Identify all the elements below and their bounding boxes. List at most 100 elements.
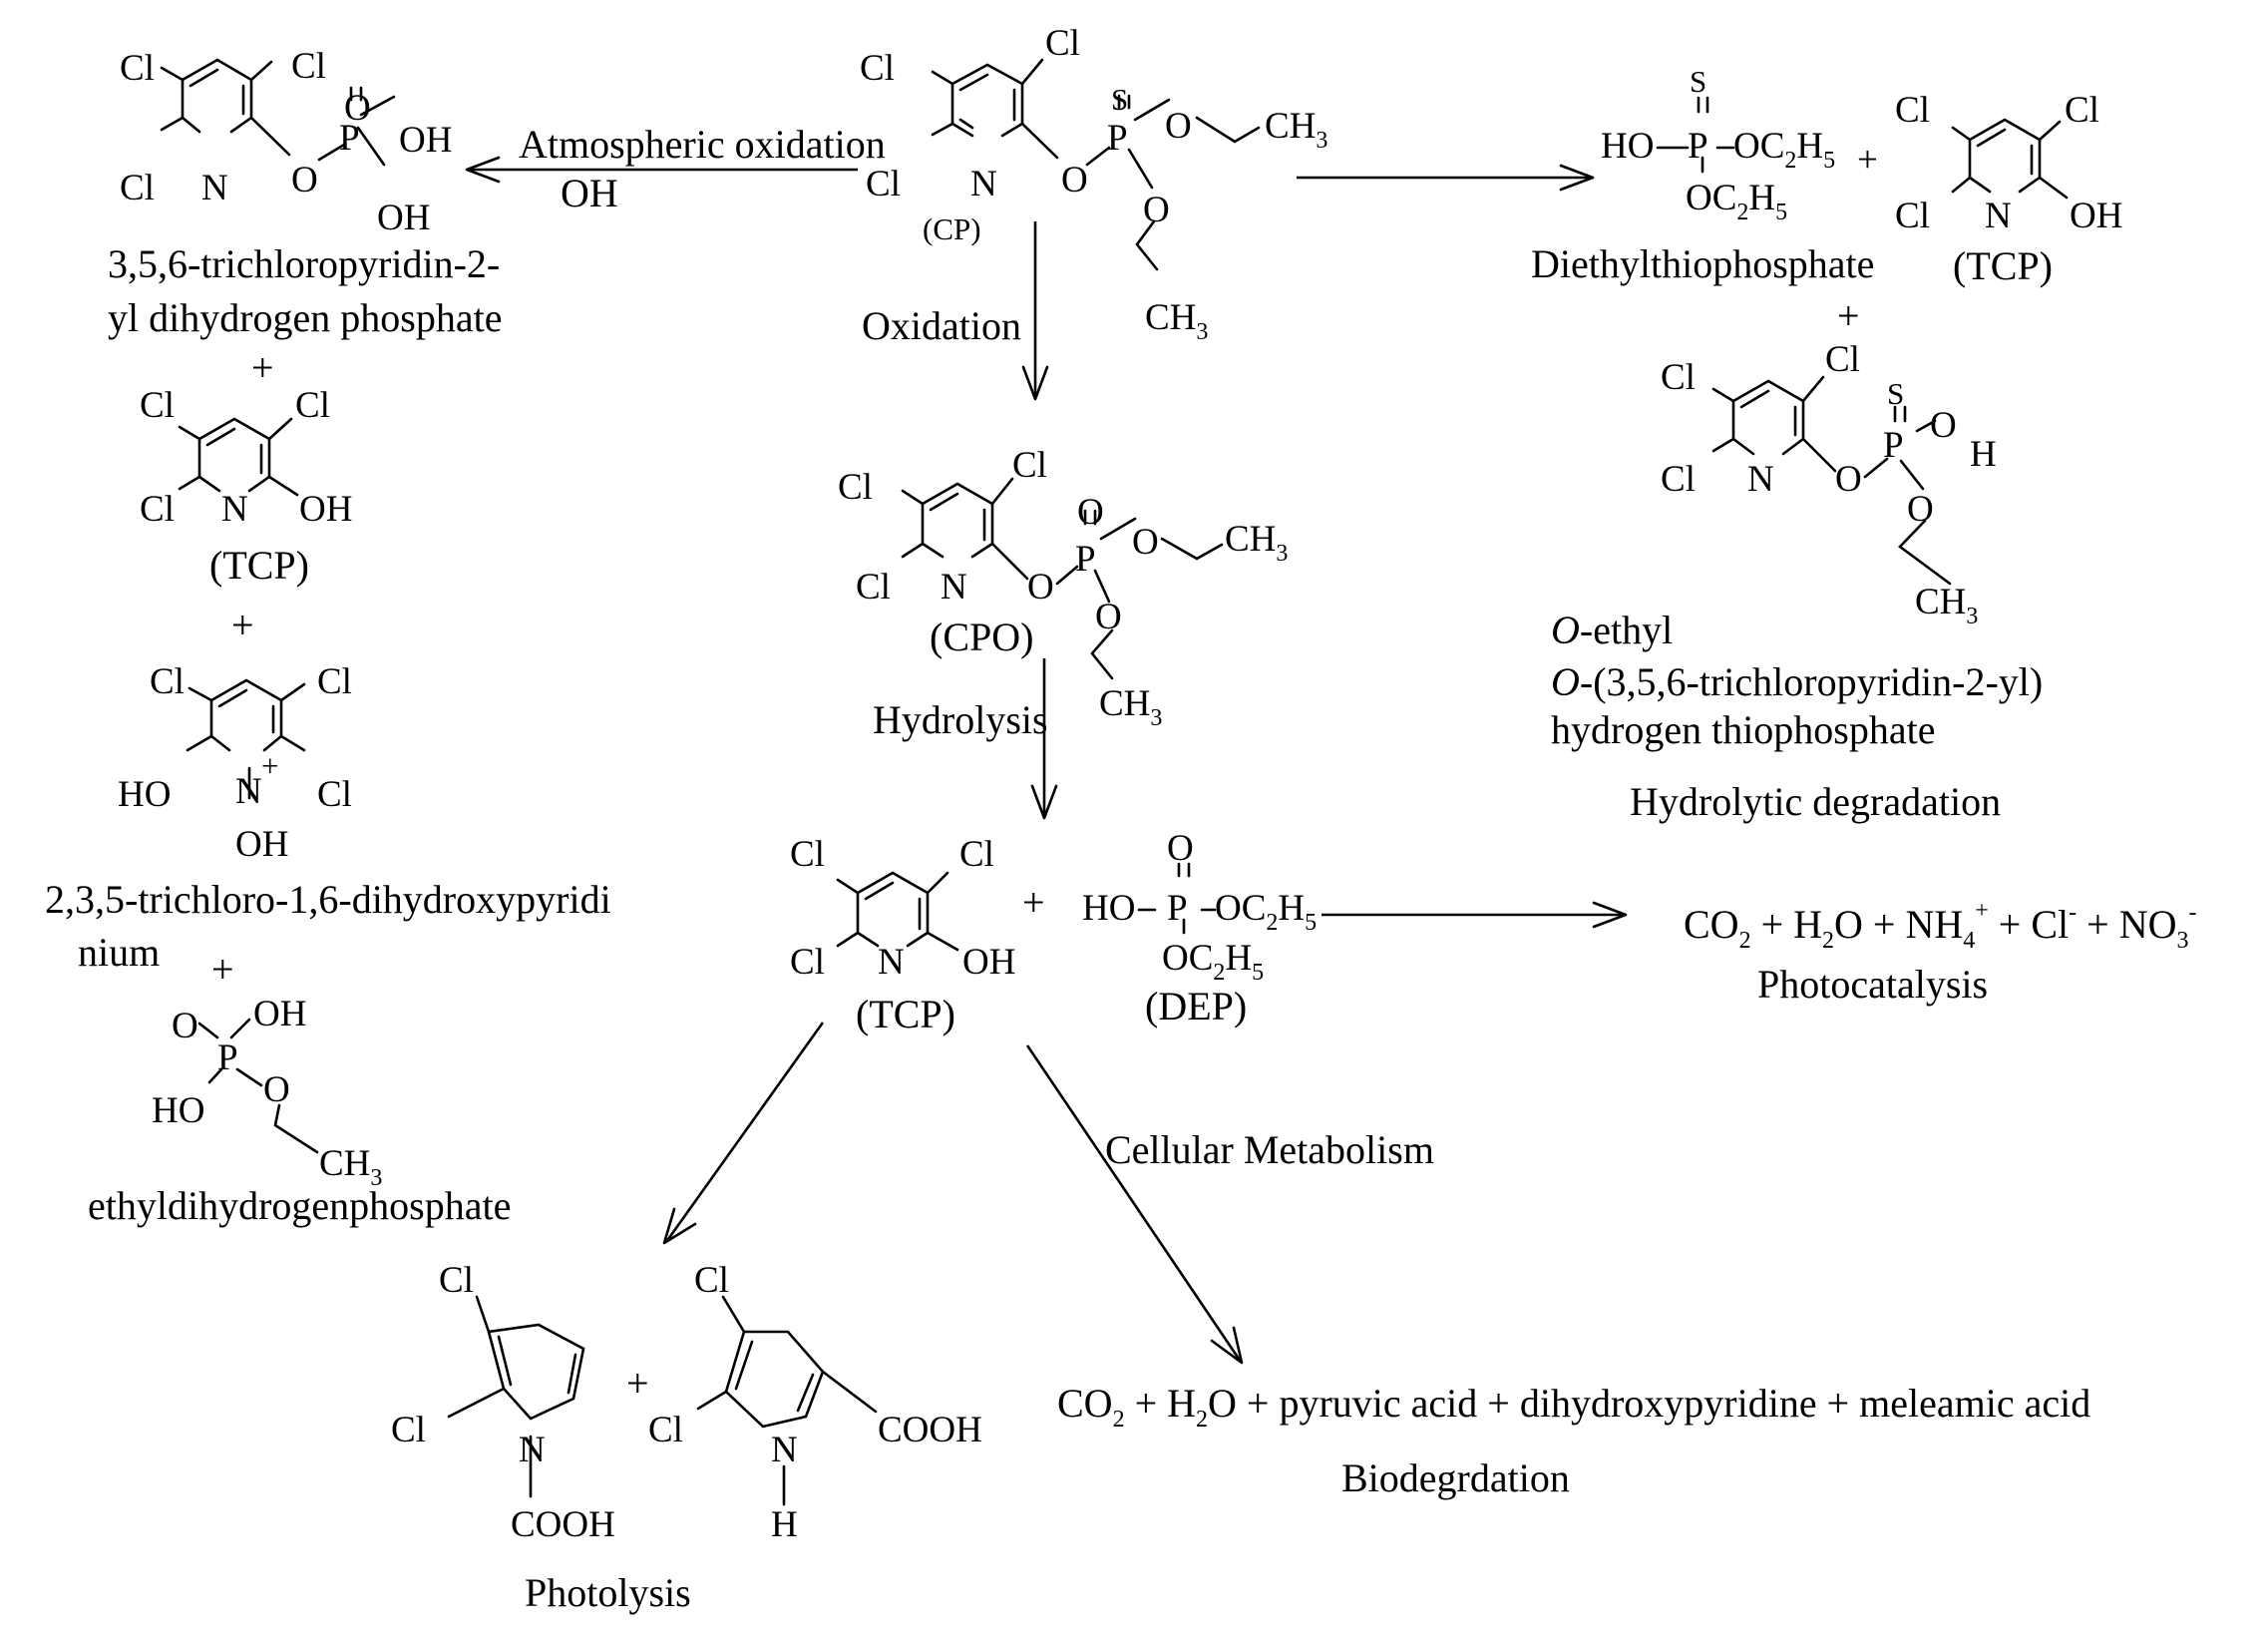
pyr2-cl-5: Cl — [648, 1410, 683, 1450]
cpo-o-double: O — [1077, 492, 1104, 533]
compound-tcp-right: Cl Cl Cl N OH (TCP) + — [1837, 90, 2122, 338]
cpo-ch3-2: CH3 — [1099, 683, 1162, 731]
cpo-cl-3: Cl — [1012, 445, 1047, 486]
eps-o: O — [263, 1069, 290, 1110]
label-cellular-metabolism: Cellular Metabolism — [1105, 1127, 1434, 1172]
lp-cl-5: Cl — [120, 48, 155, 89]
etp-p: P — [1883, 425, 1904, 466]
tcp-right-n: N — [1985, 196, 2012, 236]
cpo-o-ethyl2: O — [1095, 597, 1122, 637]
pyr2-n: N — [771, 1430, 798, 1470]
compound-dep: O HO P OC2H5 OC2H5 (DEP) — [1082, 828, 1317, 1029]
tcp-right-label: (TCP) — [1953, 243, 2053, 288]
tcp-left-cl-3: Cl — [295, 385, 330, 426]
label-oh-reagent: OH — [561, 171, 618, 215]
arrow-hydrolytic-degradation — [1297, 164, 1595, 192]
tcp-center-cl-3: Cl — [959, 834, 994, 875]
compound-cp: Cl Cl Cl N O P S O CH3 O CH3 (CP) — [860, 23, 1327, 345]
cp-cl-5: Cl — [860, 48, 895, 89]
tcp-right-cl-3: Cl — [2065, 90, 2099, 131]
eps-ch3: CH3 — [319, 1143, 382, 1191]
dhp-oh: OH — [235, 824, 288, 865]
tcp-left-label: (TCP) — [209, 543, 309, 588]
cp-s: S — [1111, 82, 1128, 117]
lp-name-line2: yl dihydrogen phosphate — [108, 295, 503, 340]
dhp-cl-2: Cl — [317, 774, 352, 815]
cp-o-ethyl1: O — [1165, 106, 1192, 147]
arrow-cellular-metabolism — [1025, 1044, 1244, 1365]
compound-ethyl-phosphate: O OH P HO O CH3 ethyldihydrogenphosphate — [88, 994, 511, 1228]
etp-o-h: O — [1930, 405, 1957, 446]
cpo-o-ethyl1: O — [1132, 522, 1159, 563]
dhp-charge: + — [261, 748, 278, 783]
label-oxidation: Oxidation — [862, 303, 1021, 348]
lp-cl-3: Cl — [291, 46, 326, 87]
etp-s: S — [1887, 376, 1904, 411]
tcp-right-cl-6: Cl — [1895, 196, 1930, 236]
etp-cl-5: Cl — [1661, 357, 1696, 398]
dhp-name-line1: 2,3,5-trichloro-1,6-dihydroxypyridi — [45, 877, 611, 922]
cpo-cl-6: Cl — [856, 567, 891, 608]
arrow-oxidation — [1021, 221, 1049, 401]
etp-ch3: CH3 — [1915, 582, 1978, 629]
compound-tcp-center: Cl Cl Cl N OH (TCP) + — [790, 834, 1045, 1036]
pyr1-cooh: COOH — [511, 1504, 615, 1545]
tcp-center-cl-5: Cl — [790, 834, 825, 875]
etp-h: H — [1970, 434, 1997, 475]
pyr1-cl-3: Cl — [439, 1260, 474, 1301]
etp-name-line1: O-ethyl — [1551, 608, 1673, 652]
dhp-name-line2: nium — [78, 930, 160, 975]
compound-ethyl-thiophosphate: Cl Cl Cl N O S P O H O CH3 O-ethyl O-(3,… — [1551, 339, 2043, 752]
lp-p: P — [339, 118, 360, 159]
cpo-ch3-1: CH3 — [1225, 519, 1288, 567]
cpo-o-aryl: O — [1027, 567, 1054, 608]
pyr2-h: H — [771, 1504, 798, 1545]
photolysis-pyrrole-2: Cl Cl N H COOH — [648, 1260, 982, 1545]
dep-label: (DEP) — [1145, 984, 1247, 1029]
arrow-photocatalysis — [1322, 901, 1628, 929]
label-hydrolysis: Hydrolysis — [873, 697, 1048, 742]
dep-oc2h5-1: OC2H5 — [1215, 888, 1317, 936]
tcp-left-cl-5: Cl — [140, 385, 175, 426]
arrow-hydrolysis — [1030, 658, 1058, 820]
cp-label: (CP) — [923, 211, 981, 246]
tcp-center-label: (TCP) — [856, 992, 955, 1036]
tcp-right-oh: OH — [2070, 196, 2122, 236]
lp-oh-1: OH — [399, 120, 452, 161]
cp-p: P — [1107, 118, 1128, 159]
arrow-atmospheric-oxidation — [465, 156, 858, 184]
plus-left-2: + — [231, 603, 254, 647]
etp-n: N — [1747, 459, 1774, 500]
pyr1-n: N — [519, 1430, 546, 1470]
etp-cl-3: Cl — [1825, 339, 1860, 380]
dep-ho: HO — [1082, 888, 1135, 929]
cp-ch3-1: CH3 — [1265, 106, 1327, 154]
plus-center: + — [1022, 880, 1045, 925]
biodegradation-products: CO2 + H2O + pyruvic acid + dihydroxypyri… — [1057, 1381, 2090, 1433]
label-photocatalysis: Photocatalysis — [1757, 962, 1988, 1007]
etp-cl-6: Cl — [1661, 459, 1696, 500]
dtp-oc2h5-1: OC2H5 — [1733, 126, 1835, 174]
cpo-p: P — [1075, 539, 1096, 580]
cp-ring-n: N — [970, 164, 997, 205]
cp-o-aryl: O — [1061, 160, 1088, 201]
dhp-ho: HO — [118, 774, 171, 815]
photocatalysis-equation: CO2 + H2O + NH4+ + Cl- + NO3- — [1684, 898, 2197, 954]
cpo-cl-5: Cl — [838, 467, 873, 508]
dtp-oc2h5-2: OC2H5 — [1686, 178, 1787, 225]
lp-oh-2: OH — [377, 198, 430, 238]
plus-photolysis: + — [626, 1361, 649, 1406]
dtp-ho: HO — [1601, 126, 1654, 167]
cp-ch3-2: CH3 — [1145, 297, 1208, 345]
photocatalysis-products: CO2 + H2O + NH4+ + Cl- + NO3- — [1684, 898, 2197, 954]
lp-cl-6: Cl — [120, 168, 155, 208]
compound-diethylthiophosphate: S HO P OC2H5 + OC2H5 Diethylthiophosphat… — [1531, 64, 1878, 286]
dtp-name: Diethylthiophosphate — [1531, 241, 1874, 286]
photolysis-pyrrole-1: Cl Cl N COOH — [391, 1260, 615, 1545]
reaction-labels: Atmospheric oxidation OH Oxidation Hydro… — [519, 122, 2001, 1615]
tcp-right-cl-5: Cl — [1895, 90, 1930, 131]
lp-ring-n: N — [201, 168, 228, 208]
compound-tcp-left: Cl Cl Cl N OH (TCP) + — [140, 385, 352, 647]
dhp-cl-5: Cl — [150, 661, 185, 702]
etp-o-ethyl: O — [1907, 489, 1934, 530]
